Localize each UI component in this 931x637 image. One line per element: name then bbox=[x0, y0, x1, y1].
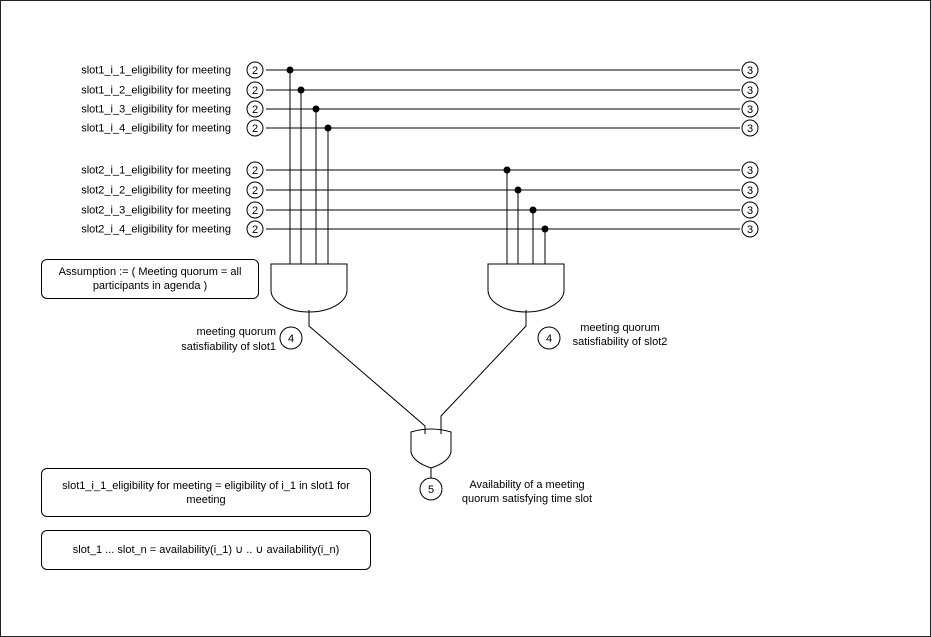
slot2-i2-label: slot2_i_2_eligibility for meeting bbox=[81, 185, 231, 197]
marker-4-slot2-text: 4 bbox=[546, 333, 552, 345]
or-gate bbox=[410, 428, 452, 469]
marker-5-output-text: 5 bbox=[428, 484, 434, 496]
assumption-note: Assumption := ( Meeting quorum = all par… bbox=[41, 259, 259, 299]
slot2-i3-left-marker bbox=[246, 201, 264, 219]
slot2-i3-right-marker bbox=[741, 201, 759, 219]
slot1-i2-left-marker bbox=[246, 81, 264, 99]
definition-note: slot1_i_1_eligibility for meeting = elig… bbox=[41, 468, 371, 517]
slot1-i1-right-marker-text: 3 bbox=[747, 65, 753, 77]
slot1-i1-junction bbox=[286, 66, 294, 74]
slot2-i1-label: slot2_i_1_eligibility for meeting bbox=[81, 165, 231, 177]
slot1-i4-right-marker-text: 3 bbox=[747, 123, 753, 135]
slot1-i2-right-marker-text: 3 bbox=[747, 85, 753, 97]
slot2-i3-junction bbox=[529, 206, 537, 214]
marker-5-output bbox=[419, 477, 443, 501]
gate-slot1-label-line1: meeting quorum bbox=[197, 326, 277, 338]
slot1-i3-left-marker-text: 2 bbox=[252, 104, 258, 116]
slot1-i3-right-marker bbox=[741, 100, 759, 118]
gate-slot2-label-line2: satisfiability of slot2 bbox=[573, 336, 668, 348]
and-gate-slot2 bbox=[487, 263, 565, 313]
slot1-i3-left-marker bbox=[246, 100, 264, 118]
slot1-i1-left-marker-text: 2 bbox=[252, 65, 258, 77]
slot1-i1-right-marker bbox=[741, 61, 759, 79]
slot1-i1-left-marker bbox=[246, 61, 264, 79]
slot2-i2-right-marker-text: 3 bbox=[747, 185, 753, 197]
slot2-i1-right-marker-text: 3 bbox=[747, 165, 753, 177]
slot2-i3-left-marker-text: 2 bbox=[252, 205, 258, 217]
marker-4-slot1 bbox=[279, 326, 303, 350]
or-gate-label-line1: Availability of a meeting bbox=[469, 479, 584, 491]
slot2-i3-right-marker-text: 3 bbox=[747, 205, 753, 217]
nodes: slot1_i_1_eligibility for meeting 2 3 slot1… bbox=[81, 61, 759, 238]
slot2-i2-junction bbox=[514, 186, 522, 194]
slot2-i1-left-marker bbox=[246, 161, 264, 179]
slot2-i4-left-marker bbox=[246, 220, 264, 238]
slot2-i4-right-marker-text: 3 bbox=[747, 224, 753, 236]
slot1-i1-label: slot1_i_1_eligibility for meeting bbox=[81, 65, 231, 77]
gate-slot2-label-line1: meeting quorum bbox=[580, 322, 660, 334]
slot2-i2-right-marker bbox=[741, 181, 759, 199]
marker-4-slot2 bbox=[537, 326, 561, 350]
slot1-i3-label: slot1_i_3_eligibility for meeting bbox=[81, 104, 231, 116]
slot1-i2-label: slot1_i_2_eligibility for meeting bbox=[81, 85, 231, 97]
and-gate-slot1 bbox=[270, 263, 348, 313]
or-gate-label-line2: quorum satisfying time slot bbox=[462, 493, 592, 505]
slot1-i2-junction bbox=[297, 86, 305, 94]
slot2-i4-right-marker bbox=[741, 220, 759, 238]
slot2-i2-left-marker bbox=[246, 181, 264, 199]
slot1-i4-left-marker-text: 2 bbox=[252, 123, 258, 135]
slot1-i3-junction bbox=[312, 105, 320, 113]
slot1-i4-junction bbox=[324, 124, 332, 132]
slot2-i4-junction bbox=[541, 225, 549, 233]
slot2-i1-left-marker-text: 2 bbox=[252, 165, 258, 177]
wires bbox=[266, 69, 740, 264]
slot1-i2-left-marker-text: 2 bbox=[252, 85, 258, 97]
slot2-i1-right-marker bbox=[741, 161, 759, 179]
slot2-i1-junction bbox=[503, 166, 511, 174]
gate-slot1-label-line2: satisfiability of slot1 bbox=[181, 341, 276, 353]
slot1-i2-right-marker bbox=[741, 81, 759, 99]
slot2-i4-left-marker-text: 2 bbox=[252, 224, 258, 236]
slot1-i4-label: slot1_i_4_eligibility for meeting bbox=[81, 123, 231, 135]
gate-output-wires bbox=[308, 310, 527, 478]
slot2-i3-label: slot2_i_3_eligibility for meeting bbox=[81, 205, 231, 217]
slot1-i4-right-marker bbox=[741, 119, 759, 137]
slot1-i4-left-marker bbox=[246, 119, 264, 137]
slot2-i4-label: slot2_i_4_eligibility for meeting bbox=[81, 224, 231, 236]
slot1-i3-right-marker-text: 3 bbox=[747, 104, 753, 116]
slot2-i2-left-marker-text: 2 bbox=[252, 185, 258, 197]
marker-4-slot1-text: 4 bbox=[288, 333, 294, 345]
union-note: slot_1 ... slot_n = availability(i_1) ∪ … bbox=[41, 530, 371, 570]
